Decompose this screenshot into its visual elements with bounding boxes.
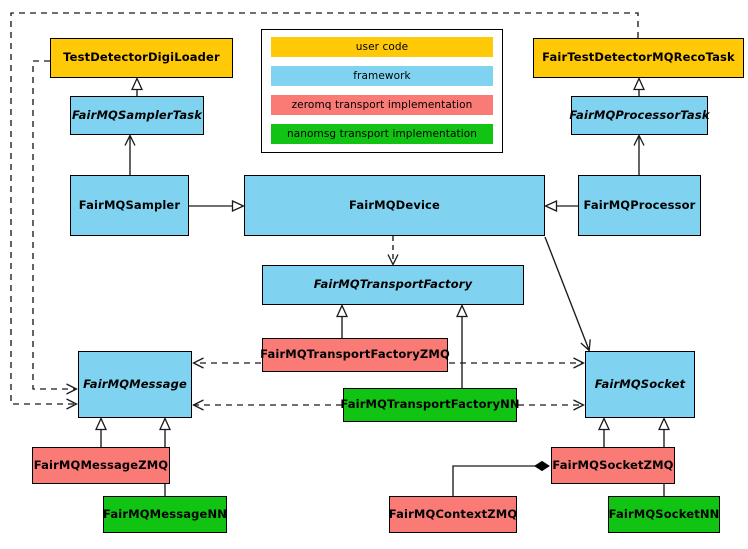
class-label: FairMQContextZMQ	[388, 506, 518, 521]
legend-item-user-code: user code	[271, 37, 493, 57]
class-node-fairmqmessagezmq[interactable]: FairMQMessageZMQ	[32, 447, 170, 484]
class-node-fairmqmessage[interactable]: FairMQMessage	[78, 351, 192, 418]
class-node-fairmqsocket[interactable]: FairMQSocket	[585, 351, 695, 418]
class-label: FairMQTransportFactoryZMQ	[260, 347, 450, 362]
class-node-fairmqprocessor[interactable]: FairMQProcessor	[578, 175, 701, 236]
class-node-fairmqsamplertask[interactable]: FairMQSamplerTask	[70, 96, 204, 135]
class-node-fairmqcontextzmq[interactable]: FairMQContextZMQ	[389, 496, 517, 533]
class-label: FairMQProcessor	[583, 197, 696, 212]
class-label: FairMQProcessorTask	[569, 107, 710, 122]
class-node-fairmqprocessortask[interactable]: FairMQProcessorTask	[569, 96, 710, 135]
class-node-fairtestdetectormqrecotask[interactable]: FairTestDetectorMQRecoTask	[533, 38, 744, 78]
legend-item-framework: framework	[271, 66, 493, 86]
class-label: FairMQSocket	[594, 376, 686, 391]
class-node-fairmqtransportfactoryzmq[interactable]: FairMQTransportFactoryZMQ	[260, 338, 450, 372]
edge-device-socket	[544, 236, 591, 352]
class-node-fairmqsocketnn[interactable]: FairMQSocketNN	[608, 496, 720, 533]
class-label: FairMQMessageZMQ	[33, 457, 169, 472]
legend-label-nanomsg: nanomsg transport implementation	[286, 128, 478, 140]
legend-label-user-code: user code	[355, 41, 409, 53]
class-node-fairmqsampler[interactable]: FairMQSampler	[70, 175, 189, 236]
legend-label-zeromq: zeromq transport implementation	[291, 99, 473, 111]
class-label: FairTestDetectorMQRecoTask	[542, 50, 735, 65]
class-node-fairmqtransportfactorynn[interactable]: FairMQTransportFactoryNN	[340, 388, 520, 422]
legend-item-nanomsg: nanomsg transport implementation	[271, 124, 493, 144]
class-label: FairMQSocketZMQ	[552, 457, 674, 472]
class-label: TestDetectorDigiLoader	[63, 50, 220, 65]
class-label: FairMQSocketNN	[608, 506, 720, 521]
class-label: FairMQSampler	[78, 197, 181, 212]
class-label: FairMQTransportFactory	[313, 277, 473, 292]
class-node-fairmqtransportfactory[interactable]: FairMQTransportFactory	[262, 265, 524, 305]
class-label: FairMQMessage	[83, 376, 187, 391]
legend-label-framework: framework	[353, 70, 411, 82]
legend-item-zeromq: zeromq transport implementation	[271, 95, 493, 115]
class-label: FairMQMessageNN	[103, 506, 227, 521]
class-label: FairMQSamplerTask	[71, 107, 203, 122]
class-node-testdetectordigiloader[interactable]: TestDetectorDigiLoader	[50, 38, 233, 78]
class-node-fairmqdevice[interactable]: FairMQDevice	[244, 175, 545, 236]
class-node-fairmqsocketzmq[interactable]: FairMQSocketZMQ	[551, 447, 675, 484]
class-label: FairMQTransportFactoryNN	[340, 397, 520, 412]
edge-socketzmq-contextzmq	[452, 460, 550, 496]
class-label: FairMQDevice	[349, 197, 440, 212]
class-node-fairmqmessagenn[interactable]: FairMQMessageNN	[103, 496, 227, 533]
